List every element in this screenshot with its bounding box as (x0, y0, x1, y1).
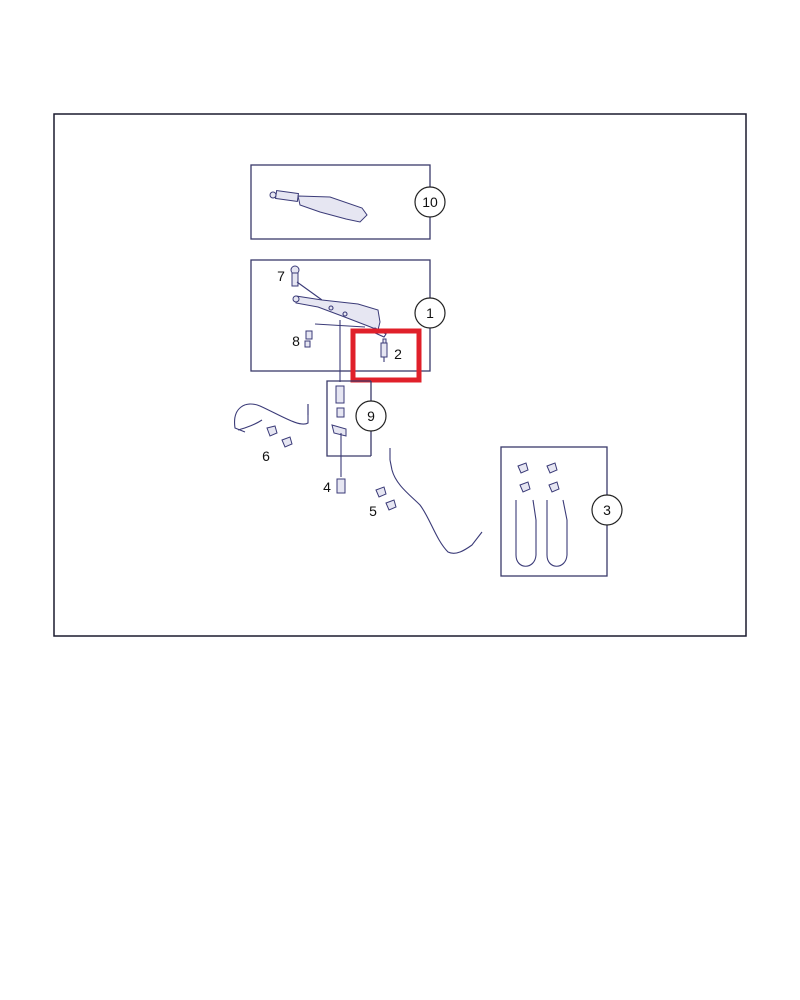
callout-3-label: 3 (603, 502, 611, 518)
callout-10[interactable] (414, 186, 446, 218)
cable-5-part (375, 448, 483, 554)
group-10[interactable]: 10 (250, 164, 446, 240)
part-label-5: 5 (369, 503, 377, 519)
cable-pair-part (515, 499, 568, 567)
part-label-4: 4 (323, 479, 331, 495)
diagram-frame (53, 113, 747, 637)
nut-4-part (336, 478, 346, 494)
switch-2-part (380, 338, 388, 362)
callout-1-label: 1 (426, 305, 434, 321)
callout-10-label: 10 (422, 194, 438, 210)
callout-1[interactable] (414, 297, 446, 329)
clip-set-part (517, 462, 560, 493)
cable-6-part (234, 403, 309, 448)
group-3[interactable]: 3 (500, 446, 623, 577)
adjuster-part (331, 385, 347, 477)
part-label-6: 6 (262, 448, 270, 464)
bolt-7-part (290, 265, 323, 301)
callout-9[interactable] (355, 400, 387, 432)
callout-9-label: 9 (367, 408, 375, 424)
handle-grip-part (269, 189, 368, 223)
clip-8-part (304, 330, 313, 348)
part-label-7: 7 (277, 268, 285, 284)
group-9[interactable]: 9 (326, 380, 387, 477)
callout-3[interactable] (591, 494, 623, 526)
group-1[interactable]: 1 7 8 2 (250, 259, 446, 382)
part-label-2: 2 (394, 346, 402, 362)
brake-lever-part (292, 295, 387, 382)
group-9-box (326, 380, 372, 457)
part-label-8: 8 (292, 333, 300, 349)
highlight-part-2[interactable] (350, 328, 422, 383)
